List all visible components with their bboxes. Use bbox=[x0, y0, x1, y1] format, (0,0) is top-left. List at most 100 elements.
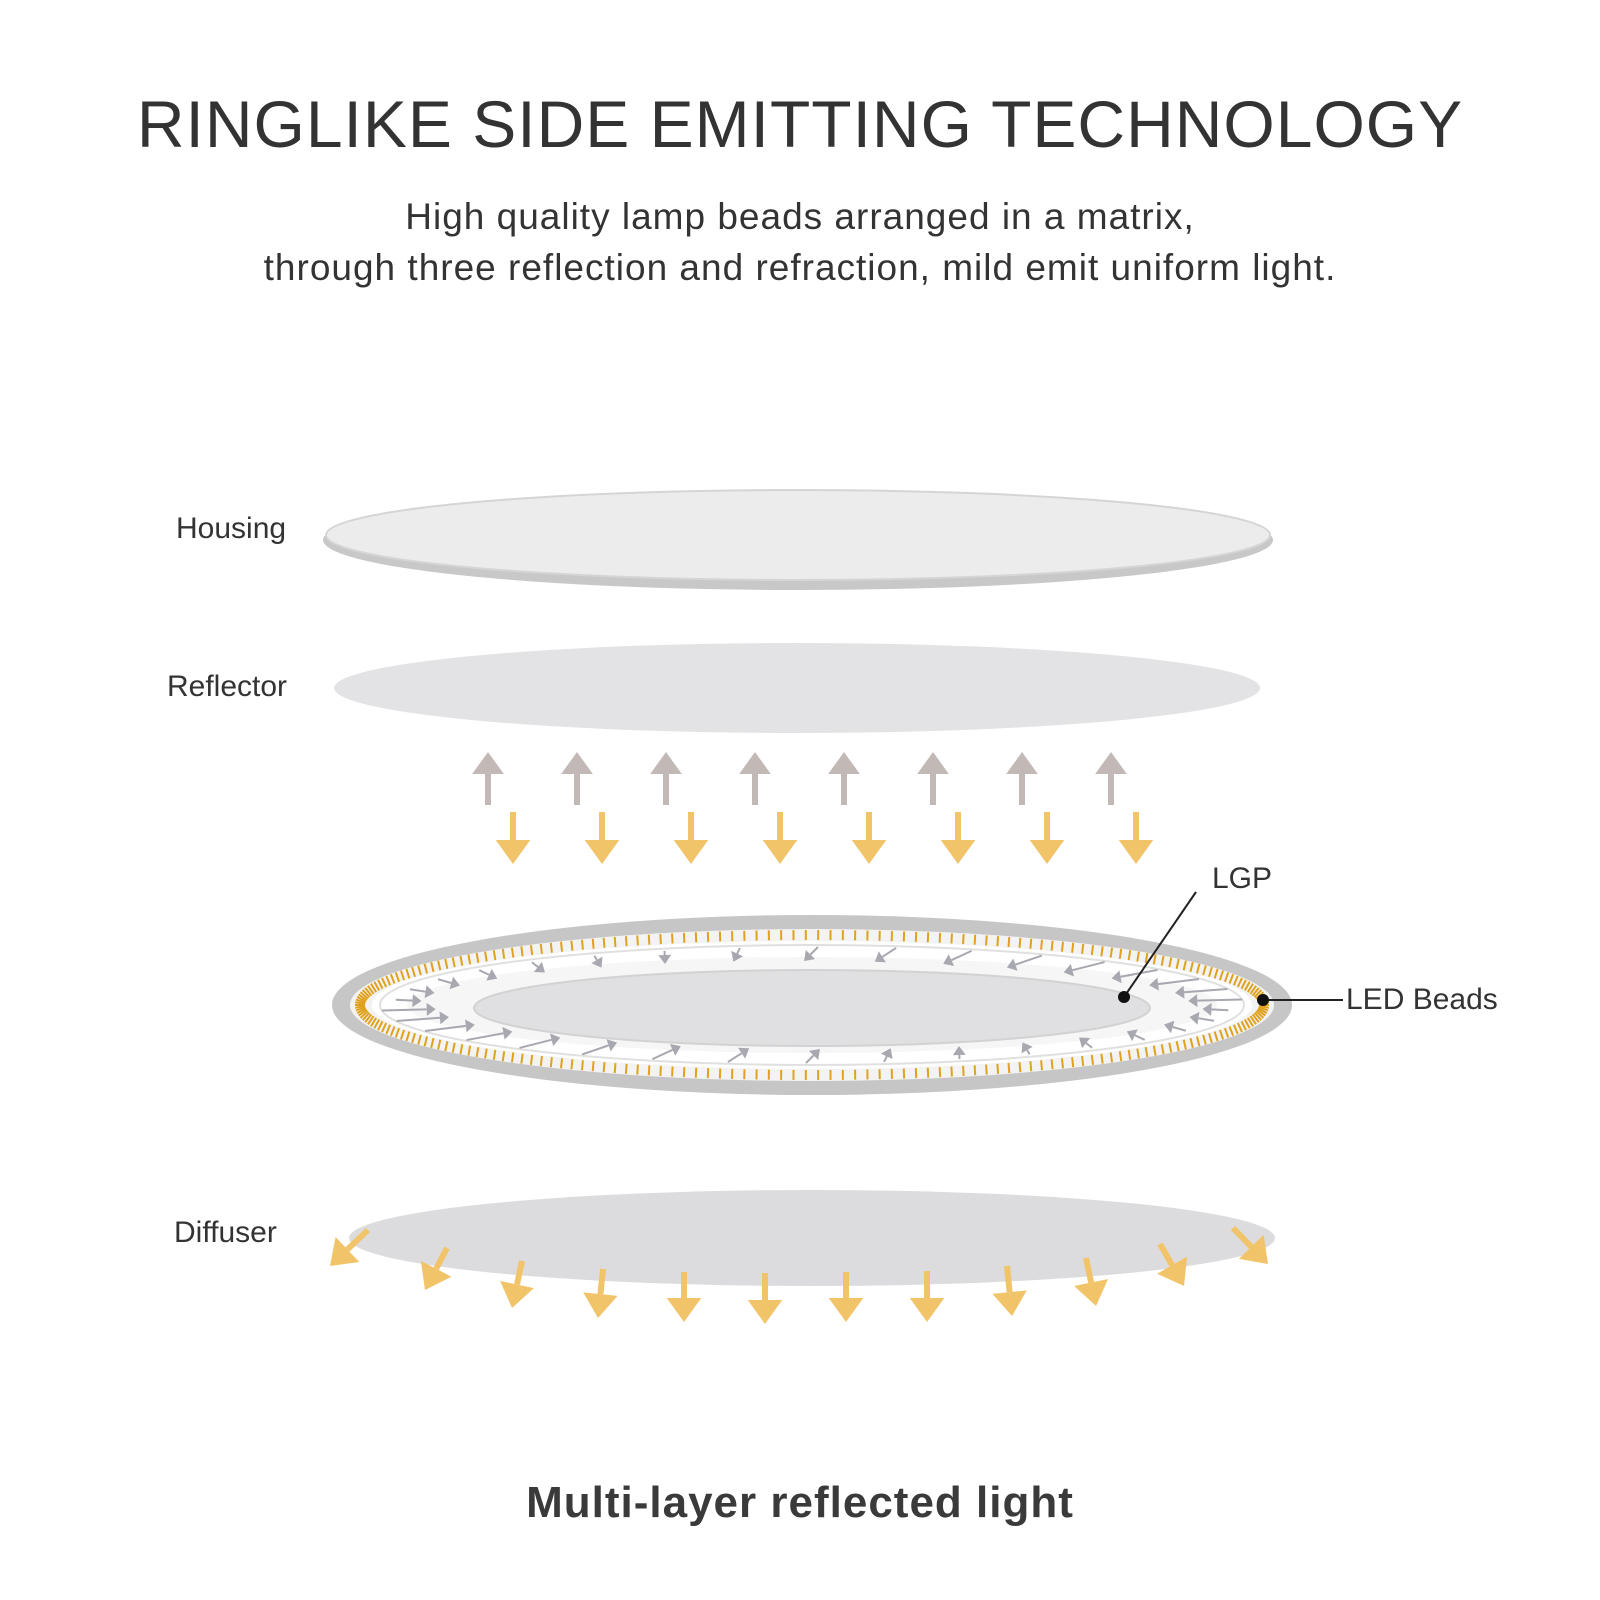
inner-arrow bbox=[519, 1033, 561, 1049]
led-bead bbox=[1071, 942, 1075, 953]
led-bead bbox=[602, 937, 606, 948]
led-bead bbox=[1208, 966, 1213, 978]
led-bead bbox=[580, 1060, 584, 1071]
led-bead bbox=[405, 968, 411, 979]
diffuser-arrow bbox=[666, 1272, 702, 1322]
led-bead bbox=[1018, 937, 1022, 948]
led-bead bbox=[373, 1019, 381, 1029]
up-arrow bbox=[917, 752, 949, 805]
led-bead bbox=[671, 933, 674, 944]
led-bead bbox=[1195, 963, 1201, 974]
led-bead bbox=[484, 951, 488, 962]
led-bead bbox=[1152, 1045, 1157, 1056]
led-bead bbox=[370, 1017, 378, 1027]
led-bead bbox=[1182, 1039, 1187, 1050]
led-bead bbox=[1007, 1062, 1011, 1074]
inner-arrow bbox=[952, 1045, 966, 1060]
led-bead bbox=[459, 955, 464, 966]
led-bead bbox=[973, 1065, 977, 1076]
diffuser-arrow bbox=[1157, 1242, 1188, 1286]
up-arrow bbox=[650, 752, 682, 805]
led-bead bbox=[475, 1046, 480, 1058]
led-bead bbox=[1152, 954, 1157, 965]
led-bead bbox=[405, 1031, 411, 1042]
led-bead bbox=[399, 1029, 406, 1040]
up-arrow bbox=[1095, 752, 1127, 805]
inner-arrow bbox=[1006, 954, 1043, 971]
diffuser-arrow bbox=[500, 1260, 534, 1308]
led-bead bbox=[1040, 1060, 1044, 1071]
inner-arrow bbox=[437, 976, 460, 990]
led-bead bbox=[377, 1020, 384, 1031]
led-bead bbox=[985, 935, 988, 946]
inner-arrow bbox=[1189, 1011, 1215, 1025]
down-arrow bbox=[762, 812, 798, 864]
led-bead bbox=[636, 1064, 639, 1075]
up-arrow bbox=[739, 752, 771, 805]
diffuser-arrow bbox=[583, 1268, 618, 1318]
led-beads-label: LED Beads bbox=[1346, 983, 1498, 1016]
led-bead bbox=[377, 979, 384, 990]
diffuser-label: Diffuser bbox=[174, 1216, 277, 1249]
led-bead bbox=[529, 1054, 534, 1065]
led-bead bbox=[1258, 1005, 1269, 1009]
led-bead bbox=[1040, 939, 1044, 950]
led-bead bbox=[560, 1058, 564, 1069]
led-bead bbox=[389, 973, 396, 984]
led-bead bbox=[1100, 1053, 1104, 1064]
led-bead bbox=[613, 936, 617, 948]
led-bead bbox=[1050, 1059, 1054, 1070]
led-bead bbox=[1251, 1013, 1260, 1023]
led-bead bbox=[1249, 1015, 1257, 1025]
inner-arrow bbox=[1188, 994, 1243, 1008]
led-bead bbox=[355, 998, 366, 1004]
led-bead bbox=[1253, 1012, 1263, 1021]
led-bead bbox=[950, 1066, 953, 1077]
led-bead bbox=[373, 981, 381, 991]
led-bead bbox=[381, 977, 388, 988]
inner-arrow bbox=[581, 1039, 618, 1056]
diffuser-arrow bbox=[909, 1271, 945, 1322]
led-bead bbox=[962, 933, 965, 945]
led-bead bbox=[1144, 952, 1149, 964]
led-bead bbox=[560, 941, 564, 952]
lgp-assembly bbox=[332, 915, 1292, 1095]
led-bead bbox=[671, 1066, 674, 1077]
led-bead bbox=[492, 1049, 497, 1060]
inner-arrow bbox=[1126, 1029, 1146, 1042]
led-bead bbox=[1202, 965, 1207, 976]
led-bead bbox=[624, 936, 628, 947]
led-bead bbox=[1255, 1010, 1265, 1019]
led-bead bbox=[459, 1044, 464, 1055]
up-arrow bbox=[828, 752, 860, 805]
led-bead bbox=[394, 1027, 401, 1038]
inner-arrow bbox=[409, 985, 435, 999]
down-arrow bbox=[940, 812, 976, 864]
led-bead bbox=[1236, 1022, 1243, 1033]
led-bead bbox=[950, 933, 953, 944]
led-bead bbox=[591, 938, 595, 949]
diffuser-arrow bbox=[420, 1246, 452, 1290]
inner-arrow bbox=[658, 950, 672, 965]
internal-reflection-arrows bbox=[381, 946, 1243, 1064]
led-bead bbox=[437, 1039, 442, 1050]
inner-arrow bbox=[805, 1048, 820, 1064]
led-bead bbox=[417, 1034, 422, 1045]
led-bead bbox=[996, 936, 1000, 947]
led-bead bbox=[437, 960, 442, 971]
inner-arrow bbox=[466, 1026, 513, 1042]
up-arrow bbox=[1006, 752, 1038, 805]
down-arrow bbox=[1118, 812, 1154, 864]
subtitle-line-1: High quality lamp beads arranged in a ma… bbox=[405, 196, 1195, 237]
led-bead bbox=[1136, 951, 1140, 962]
led-beads-ring bbox=[355, 930, 1269, 1080]
led-bead bbox=[501, 1051, 506, 1062]
led-bead bbox=[1175, 1041, 1180, 1052]
led-bead bbox=[484, 1048, 488, 1059]
led-bead bbox=[549, 942, 553, 953]
led-bead bbox=[1144, 1046, 1149, 1058]
led-bead bbox=[444, 958, 449, 969]
inner-arrow bbox=[531, 961, 545, 973]
inner-arrow bbox=[381, 1002, 436, 1016]
led-bead bbox=[996, 1063, 1000, 1074]
